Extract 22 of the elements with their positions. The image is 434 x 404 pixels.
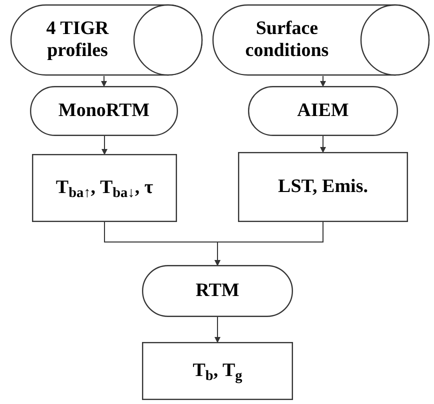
data-source-cylinder: [10, 4, 203, 76]
node-label: RTM: [194, 280, 240, 302]
process-terminal: [142, 265, 293, 317]
output-box: [32, 154, 177, 222]
node-label: T$_{b}$, T$_{g}$: [192, 360, 244, 382]
connector-arrow: [101, 76, 107, 87]
process-terminal: [30, 86, 178, 136]
connector-arrow: [102, 136, 108, 155]
node-label: T$_{ba↑}$, T$_{ba↓}$, τ: [54, 177, 154, 199]
node-label: Surface conditions: [244, 18, 330, 62]
data-source-cylinder: [212, 4, 430, 76]
node-label: MonoRTM: [57, 100, 151, 122]
connector-arrow: [320, 136, 326, 153]
output-box: [238, 152, 408, 222]
node-label: AIEM: [296, 100, 350, 122]
process-terminal: [248, 86, 398, 136]
connector-arrow: [214, 316, 220, 343]
connector-arrow: [214, 222, 324, 266]
output-box: [142, 342, 293, 400]
node-label: 4 TIGR profiles: [45, 18, 110, 62]
connector-arrow: [320, 76, 326, 87]
node-label: LST, Emis.: [277, 176, 369, 198]
